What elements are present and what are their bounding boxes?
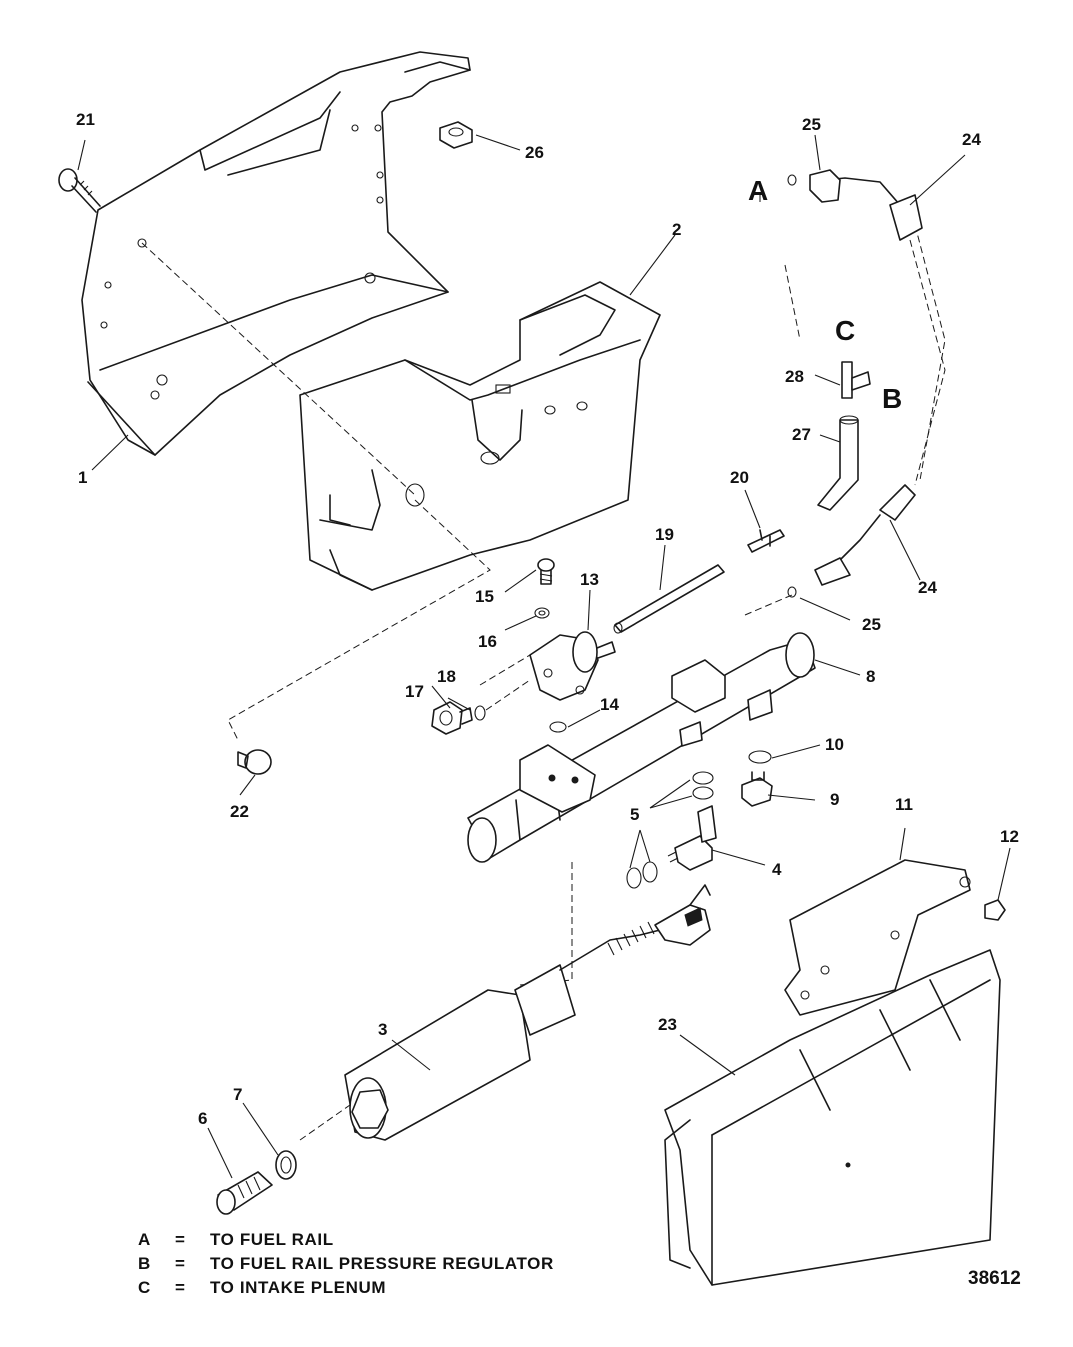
connection-letter-b: B: [882, 383, 902, 414]
part-label-24-top: 24: [962, 130, 981, 149]
part-number-labels: 21 26 1 2 25 24 28 27 20 19 13 15 16 18 …: [76, 110, 1019, 1128]
fitting-9: [741, 771, 773, 807]
part-label-27: 27: [792, 425, 811, 444]
legend-sep-a: =: [175, 1230, 186, 1249]
nut-26: [439, 121, 473, 149]
pressure-regulator-13: [529, 631, 616, 701]
bolt-21: [58, 168, 101, 213]
plug-22: [237, 749, 272, 775]
elbow-fitting-4: [667, 805, 717, 871]
screw-15: [537, 558, 555, 585]
washer-16: [534, 607, 550, 619]
part-label-1: 1: [78, 468, 87, 487]
rod-19: [613, 564, 725, 634]
legend-sep-b: =: [175, 1254, 186, 1273]
fuel-hose-24: [809, 169, 946, 586]
connection-letter-a: A: [748, 175, 768, 206]
connection-letters: A C B: [748, 175, 902, 414]
part-label-23: 23: [658, 1015, 677, 1034]
part-label-20: 20: [730, 468, 749, 487]
part-label-15: 15: [475, 587, 494, 606]
bracket-11: [784, 859, 971, 1016]
part-label-6: 6: [198, 1109, 207, 1128]
part-label-5: 5: [630, 805, 639, 824]
part-label-3: 3: [378, 1020, 387, 1039]
o-ring-25: [787, 174, 797, 598]
part-label-18: 18: [437, 667, 456, 686]
fuel-pump-3: [344, 884, 711, 1141]
pump-bracket: [299, 281, 661, 591]
part-label-11: 11: [895, 795, 913, 814]
legend-key-c: C: [138, 1278, 151, 1297]
cooler-housing-23: [664, 949, 1001, 1286]
fitting-17: [431, 701, 473, 735]
hose-27: [817, 415, 859, 511]
tee-fitting-28: [841, 361, 871, 399]
part-label-25-bottom: 25: [862, 615, 881, 634]
legend-key-a: A: [138, 1230, 151, 1249]
clip-14: [549, 721, 567, 733]
part-label-16: 16: [478, 632, 497, 651]
part-label-8: 8: [866, 667, 875, 686]
part-label-19: 19: [655, 525, 674, 544]
part-label-4: 4: [772, 860, 782, 879]
connection-letter-c: C: [835, 315, 855, 346]
legend-text-a: TO FUEL RAIL: [210, 1230, 334, 1249]
drawing-number: 38612: [968, 1268, 1021, 1289]
legend-key-b: B: [138, 1254, 151, 1273]
mounting-bracket: [81, 51, 471, 456]
part-label-12: 12: [1000, 827, 1019, 846]
part-label-17: 17: [405, 682, 424, 701]
screw-12: [984, 899, 1006, 921]
legend-sep-c: =: [175, 1278, 186, 1297]
leader-lines: [77, 134, 1011, 1179]
part-label-14: 14: [600, 695, 619, 714]
part-label-7: 7: [233, 1085, 242, 1104]
legend-text-b: TO FUEL RAIL PRESSURE REGULATOR: [210, 1254, 554, 1273]
o-ring-10: [748, 750, 772, 764]
part-label-21: 21: [76, 110, 95, 129]
washer-7: [275, 1150, 297, 1180]
part-label-9: 9: [830, 790, 839, 809]
legend: A = TO FUEL RAIL B = TO FUEL RAIL PRESSU…: [138, 1230, 554, 1297]
part-label-28: 28: [785, 367, 804, 386]
part-label-2: 2: [672, 220, 681, 239]
part-label-26: 26: [525, 143, 544, 162]
part-label-10: 10: [825, 735, 844, 754]
part-label-13: 13: [580, 570, 599, 589]
part-label-22: 22: [230, 802, 249, 821]
fitting-6: [216, 1171, 273, 1215]
legend-text-c: TO INTAKE PLENUM: [210, 1278, 386, 1297]
pin-20: [747, 529, 785, 553]
fuel-cooler-8: [467, 632, 816, 863]
part-label-24-bottom: 24: [918, 578, 937, 597]
o-ring-18: [474, 705, 486, 721]
part-label-25-top: 25: [802, 115, 821, 134]
